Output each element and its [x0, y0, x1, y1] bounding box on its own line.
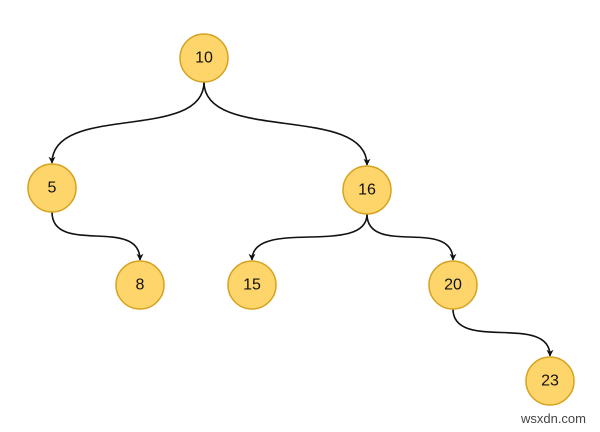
tree-node-label: 8: [136, 277, 145, 294]
tree-node-23: 23: [525, 356, 575, 406]
edge-n10-to-n5: [48, 81, 205, 164]
tree-node-label: 16: [358, 182, 376, 199]
tree-node-16: 16: [342, 165, 392, 215]
tree-node-circle: [27, 163, 77, 213]
tree-node-15: 15: [227, 260, 277, 310]
edge-n20-to-n23: [452, 308, 554, 357]
tree-node-circle: [428, 260, 478, 310]
edge-n16-to-n20: [366, 213, 457, 261]
tree-node-5: 5: [27, 163, 77, 213]
tree-node-label: 5: [48, 180, 57, 197]
nodes-layer: 10 5 16 8 15 20 23: [27, 33, 575, 406]
tree-node-20: 20: [428, 260, 478, 310]
tree-node-10: 10: [179, 33, 229, 83]
edge-n16-to-n15: [248, 213, 368, 261]
tree-node-circle: [342, 165, 392, 215]
tree-node-label: 23: [541, 373, 559, 390]
watermark: wsxdn.com: [520, 411, 586, 426]
tree-node-circle: [115, 260, 165, 310]
edges-layer: [48, 81, 554, 357]
tree-node-circle: [227, 260, 277, 310]
tree-node-label: 20: [444, 277, 462, 294]
tree-node-label: 10: [195, 50, 213, 67]
edge-n10-to-n16: [203, 81, 371, 166]
tree-node-circle: [525, 356, 575, 406]
tree-node-label: 15: [243, 277, 261, 294]
tree-node-8: 8: [115, 260, 165, 310]
edge-n5-to-n8: [51, 211, 144, 261]
tree-node-circle: [179, 33, 229, 83]
